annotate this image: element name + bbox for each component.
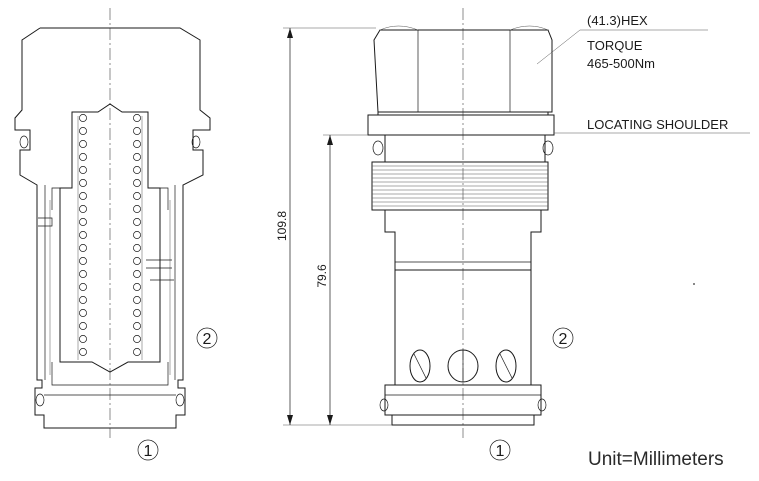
spring-coil	[79, 140, 87, 148]
section-port1-label: 1	[144, 443, 153, 460]
spring-coil	[133, 270, 141, 278]
dimension-shoulder: 79.6	[315, 134, 368, 425]
section-hex-outline	[14, 27, 211, 225]
section-oring-left	[19, 135, 29, 149]
section-passage	[146, 259, 174, 281]
spring-coil	[79, 270, 87, 278]
hex-size-note: (41.3)HEX	[587, 13, 648, 28]
shoulder-length-label: 79.6	[315, 264, 329, 288]
spring-coil	[79, 296, 87, 304]
port-hole-3-hatch	[499, 353, 513, 379]
spring-coil	[79, 231, 87, 239]
dim-shoulder-arrow-bottom	[327, 415, 333, 425]
dim-overall-arrow-bottom	[287, 415, 293, 425]
spring-coil	[133, 179, 141, 187]
section-pin	[38, 217, 53, 227]
bottom-tip	[391, 415, 535, 426]
locating-shoulder	[367, 114, 555, 136]
spring-coil	[133, 283, 141, 291]
spring-coil	[79, 192, 87, 200]
torque-value-note: 465-500Nm	[587, 56, 655, 71]
exterior-port2-circle	[552, 327, 574, 349]
spring-coil	[133, 231, 141, 239]
locating-shoulder-note: LOCATING SHOULDER	[587, 117, 728, 132]
section-oring-right	[191, 135, 201, 149]
section-poppet	[59, 103, 161, 373]
spring-coil	[79, 244, 87, 252]
hex-leader	[536, 29, 581, 65]
section-bottom-oring-right	[175, 393, 185, 407]
dim-overall-arrow-top	[287, 28, 293, 38]
spring-coil	[79, 218, 87, 226]
spring-coil	[133, 257, 141, 265]
spring-coil	[133, 166, 141, 174]
spring-coil	[79, 179, 87, 187]
spring-coil	[79, 153, 87, 161]
exterior-port2-label: 2	[559, 331, 568, 348]
stray-dot	[693, 283, 695, 285]
spring-coil	[79, 335, 87, 343]
bottom-oring-left	[379, 398, 389, 412]
torque-label-note: TORQUE	[587, 38, 643, 53]
port-hole-1-hatch	[413, 353, 427, 379]
spring-coil	[79, 114, 87, 122]
spring-coil	[79, 348, 87, 356]
upper-seal-section	[384, 135, 546, 163]
exterior-view: 109.8 79.6 (41.3)HEX TORQUE 465-500Nm LO…	[275, 8, 750, 470]
spring-coil	[133, 309, 141, 317]
port-hole-3	[495, 349, 517, 383]
spring-coil	[133, 348, 141, 356]
dim-shoulder-arrow-top	[327, 135, 333, 145]
spring-coil	[79, 257, 87, 265]
section-spring	[79, 114, 141, 356]
spring-coil	[133, 205, 141, 213]
spring-coil	[133, 335, 141, 343]
spring-coil	[133, 244, 141, 252]
exterior-port1-circle	[489, 439, 511, 461]
thread-lines	[372, 165, 548, 207]
bottom-flange	[384, 384, 542, 416]
overall-length-label: 109.8	[275, 211, 289, 241]
units-note: Unit=Millimeters	[588, 449, 724, 470]
spring-coil	[79, 322, 87, 330]
upper-oring-right	[542, 140, 554, 156]
bottom-oring-right	[537, 398, 547, 412]
spring-coil	[79, 309, 87, 317]
spring-coil	[79, 283, 87, 291]
spring-coil	[79, 205, 87, 213]
spring-coil	[133, 140, 141, 148]
spring-coil	[133, 153, 141, 161]
spring-coil	[133, 114, 141, 122]
spring-coil	[133, 322, 141, 330]
spring-coil	[133, 192, 141, 200]
section-view: 1 2	[14, 8, 218, 461]
port-hole-1	[409, 349, 431, 383]
dimension-overall: 109.8	[275, 27, 392, 426]
spring-coil	[79, 127, 87, 135]
section-sleeve-step	[51, 187, 169, 386]
spring-coil	[79, 166, 87, 174]
section-bottom-oring-left	[35, 393, 45, 407]
section-body-outline	[34, 225, 186, 429]
hex-chamfer	[379, 25, 549, 31]
section-port2-circle	[196, 327, 218, 349]
spring-coil	[133, 296, 141, 304]
section-port1-circle	[137, 439, 159, 461]
exterior-port1-label: 1	[496, 443, 505, 460]
spring-coil	[133, 127, 141, 135]
upper-oring-left	[372, 140, 384, 156]
section-port2-label: 2	[203, 331, 212, 348]
spring-coil	[133, 218, 141, 226]
